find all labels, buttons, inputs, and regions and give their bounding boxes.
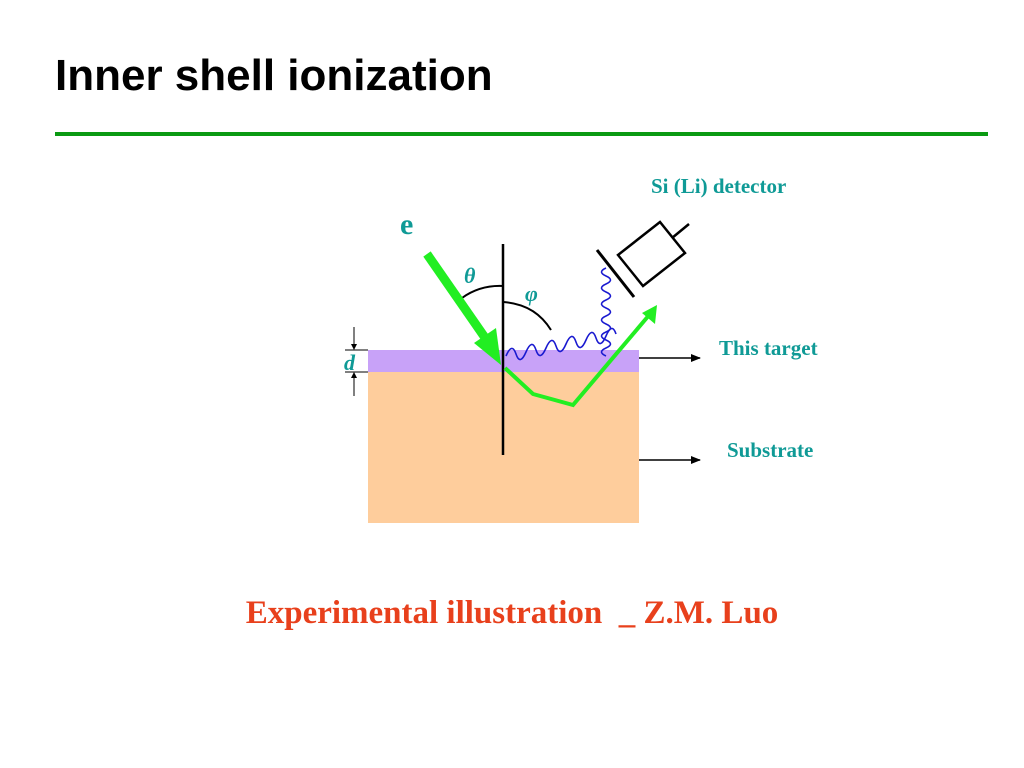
substrate-label: Substrate: [727, 438, 813, 462]
theta-label: θ: [464, 263, 476, 288]
slide-title: Inner shell ionization: [55, 51, 493, 100]
electron-label: e: [400, 208, 413, 241]
slide-caption: Experimental illustration _ Z.M. Luo: [245, 595, 779, 631]
detector-icon: [595, 220, 690, 298]
incident-electron-arrow: [423, 251, 501, 365]
detector-label: Si (Li) detector: [651, 174, 786, 198]
phi-arc: [502, 301, 552, 331]
xray-wave-1: [505, 327, 617, 361]
xray-wave-2: [600, 267, 612, 357]
thickness-label: d: [344, 350, 356, 375]
scattered-electron-path: [503, 305, 657, 408]
target-label: This target: [719, 336, 818, 360]
phi-label: φ: [525, 281, 538, 306]
title-underline: [55, 132, 988, 136]
thickness-dimension: [345, 327, 368, 396]
theta-arc: [461, 284, 504, 299]
